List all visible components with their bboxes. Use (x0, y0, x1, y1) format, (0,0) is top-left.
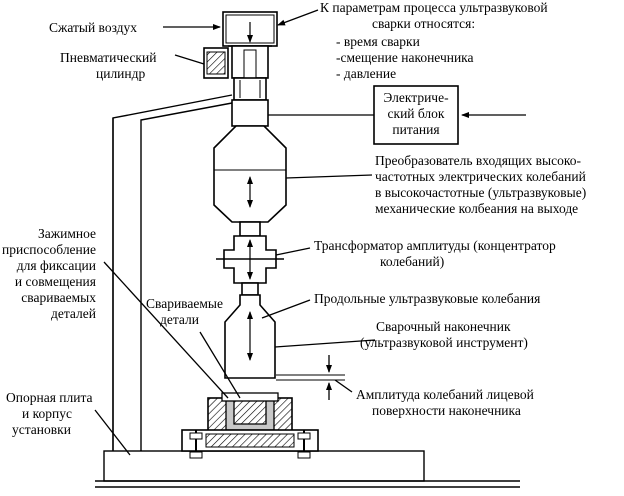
longitudinal-leader (261, 299, 311, 319)
power-unit-line-3: питания (392, 122, 439, 137)
converter-label-line-2: частотных электрических колебаний (375, 169, 586, 184)
cylinder-label-line-2: цилиндр (96, 66, 146, 81)
base-label-line-2: и корпус (22, 406, 72, 421)
param-welding-time: - время сварки (336, 34, 420, 49)
pneumatic-cylinder (203, 11, 278, 127)
compressed-air-label: Сжатый воздух (49, 20, 137, 35)
cylinder-label-line-1: Пневматический (60, 50, 156, 65)
booster-leader (275, 247, 311, 256)
clamp-label-line-4: и совмещения (15, 274, 96, 289)
horn-leader (274, 339, 376, 348)
params-arrow (277, 9, 319, 26)
workpieces-label-line-1: Свариваемые (146, 296, 223, 311)
power-unit-line-1: Электриче- (383, 90, 449, 105)
params-heading-line-2: сварки относятся: (372, 16, 475, 31)
base-label-line-1: Опорная плита (6, 390, 93, 405)
clamp-label-line-6: деталей (51, 306, 96, 321)
horn-label-line-1: Сварочный наконечник (376, 319, 511, 334)
leader-lines (94, 9, 526, 456)
cylinder-leader (174, 54, 205, 65)
booster-label-line-1: Трансформатор амплитуды (концентратор (314, 238, 556, 253)
longitudinal-label: Продольные ультразвуковые колебания (314, 291, 540, 306)
labels: Сжатый воздух Пневматический цилиндр К п… (2, 0, 586, 437)
clamp-label-line-5: свариваемых (21, 290, 96, 305)
workpieces-label-line-2: детали (160, 312, 199, 327)
converter-label-line-3: в высокочастотные (ультразвуковые) (375, 185, 586, 200)
amplitude-leader (334, 379, 353, 393)
amplitude-label-line-1: Амплитуда колебаний лицевой (356, 387, 534, 402)
param-tip-displacement: -смещение наконечника (336, 50, 474, 65)
clamp-label-line-3: для фиксации (17, 258, 96, 273)
booster (216, 235, 284, 296)
params-heading-line-1: К параметрам процесса ультразвуковой (320, 0, 548, 15)
clamp-label-line-2: приспособление (2, 242, 96, 257)
clamp-leader (103, 261, 229, 399)
booster-label-line-2: колебаний) (380, 254, 444, 269)
workpieces-leader (199, 331, 241, 399)
converter-label-line-4: механические колбеания на выходе (375, 201, 578, 216)
converter (213, 125, 287, 237)
amplitude-label-line-2: поверхности наконечника (372, 403, 521, 418)
power-unit-line-2: ский блок (388, 106, 445, 121)
converter-leader (285, 174, 373, 179)
param-pressure: - давление (336, 66, 396, 81)
welding-fixture (181, 392, 319, 459)
machine-frame (95, 94, 520, 488)
clamp-label-line-1: Зажимное (38, 226, 96, 241)
horn (224, 294, 276, 379)
converter-label-line-1: Преобразователь входящих высоко- (375, 153, 581, 168)
base-label-line-3: установки (12, 422, 71, 437)
base-leader (94, 409, 131, 456)
power-supply-box: Электриче- ский блок питания (373, 85, 459, 145)
horn-label-line-2: (ультразвуковой инструмент) (360, 335, 528, 350)
